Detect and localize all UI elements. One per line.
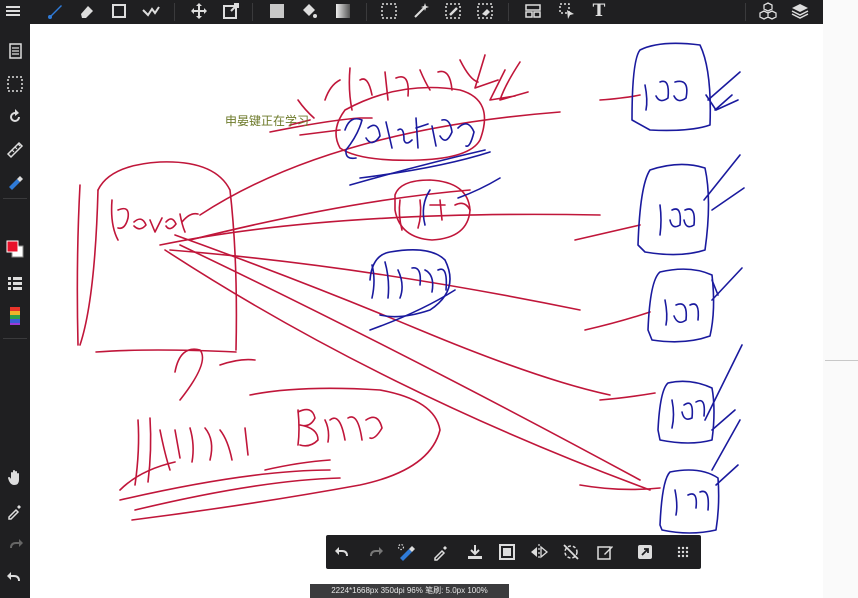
menu-icon[interactable]: [0, 0, 26, 22]
brush-list-icon[interactable]: [0, 269, 30, 297]
eyedropper-icon[interactable]: [428, 540, 454, 564]
panel-layout-icon[interactable]: [520, 0, 546, 22]
bucket-icon[interactable]: [296, 0, 322, 22]
text-icon[interactable]: T: [592, 1, 606, 21]
toolbar-divider: [508, 3, 509, 21]
sidebar-divider: [3, 198, 27, 199]
select-rect-icon[interactable]: [376, 0, 402, 22]
bottom-quick-toolbar: [326, 535, 701, 569]
ruler-icon[interactable]: [0, 136, 30, 164]
stroke-icon[interactable]: [138, 0, 164, 22]
gradient-icon[interactable]: [330, 0, 356, 22]
sidebar-divider: [3, 338, 27, 339]
crop-icon[interactable]: [494, 540, 520, 564]
material-icon[interactable]: [755, 0, 781, 22]
eyedropper-icon[interactable]: [0, 497, 30, 525]
pen-lasso-icon[interactable]: [394, 540, 420, 564]
magic-wand-icon[interactable]: [408, 0, 434, 22]
pen-fill-icon[interactable]: [0, 167, 30, 195]
select-pen-icon[interactable]: [440, 0, 466, 22]
overlay-watermark-text: 申晏键正在学习: [225, 114, 310, 128]
page-icon[interactable]: [0, 36, 30, 64]
edit-icon[interactable]: [592, 540, 618, 564]
more-icon[interactable]: [670, 540, 696, 564]
transform-icon[interactable]: [218, 0, 244, 22]
download-icon[interactable]: [462, 540, 488, 564]
rotate-icon[interactable]: [0, 103, 30, 131]
selection-icon[interactable]: [0, 70, 30, 98]
move-icon[interactable]: [186, 0, 212, 22]
redo-icon[interactable]: [362, 540, 388, 564]
toolbar-divider: [745, 3, 746, 21]
toolbar-divider: [252, 3, 253, 21]
toolbar-divider: [366, 3, 367, 21]
undo-icon[interactable]: [0, 563, 30, 591]
right-edge-divider: [825, 360, 858, 361]
shape-icon[interactable]: [106, 0, 132, 22]
palette-icon[interactable]: [0, 302, 30, 330]
eraser-icon[interactable]: [74, 0, 100, 22]
no-rotate-icon[interactable]: [558, 540, 584, 564]
right-edge-panel: [823, 0, 858, 598]
flip-icon[interactable]: [526, 540, 552, 564]
canvas-status-bar: 2224*1668px 350dpi 96% 笔刷: 5.0px 100%: [310, 584, 509, 598]
fill-color-icon[interactable]: [264, 0, 290, 22]
select-layer-icon[interactable]: [554, 0, 580, 22]
color-swatch-icon[interactable]: [0, 235, 30, 263]
toolbar-divider: [174, 3, 175, 21]
undo-icon[interactable]: [330, 540, 356, 564]
layers-icon[interactable]: [787, 0, 813, 22]
share-icon[interactable]: [632, 540, 658, 564]
top-toolbar: T: [0, 0, 823, 24]
brush-icon[interactable]: [42, 0, 68, 22]
redo-icon[interactable]: [0, 530, 30, 558]
select-eraser-icon[interactable]: [472, 0, 498, 22]
left-sidebar: [0, 24, 30, 598]
hand-icon[interactable]: [0, 464, 30, 492]
